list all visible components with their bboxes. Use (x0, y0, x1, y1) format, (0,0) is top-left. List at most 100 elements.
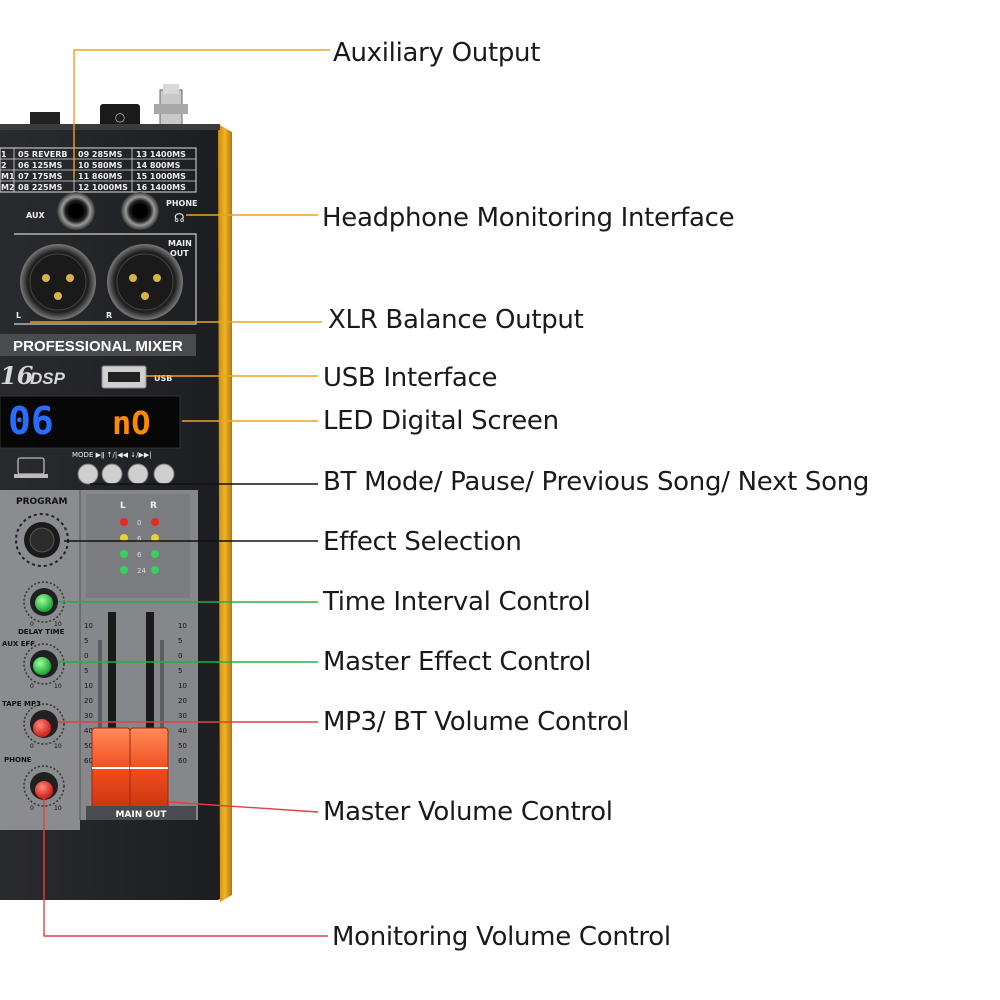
callout-mp3-bt-volume: MP3/ BT Volume Control (323, 707, 630, 737)
knob-min-label: 0 (30, 683, 34, 690)
callout-xlr-balance-output: XLR Balance Output (328, 305, 584, 335)
effects-table-cell: 06 125MS (18, 161, 63, 170)
effects-table-cell: 13 1400MS (136, 150, 186, 159)
knob-min-label: 0 (30, 743, 34, 750)
xlr-right-connector[interactable] (107, 244, 183, 320)
master-fader-right[interactable] (129, 727, 169, 811)
main-out-fader-label: MAIN OUT (115, 810, 167, 820)
fader-scale-label: 10 (84, 682, 93, 690)
aux-label: AUX (26, 211, 45, 220)
phone-volume-knob[interactable] (23, 765, 65, 807)
fader-scale-label: 5 (84, 637, 88, 645)
callout-line-master-volume (167, 801, 319, 813)
main-out-label: MAIN (168, 239, 192, 248)
power-switch[interactable]: ○ (100, 104, 140, 128)
panel-title-bar (0, 334, 196, 356)
callout-master-effect: Master Effect Control (323, 647, 592, 677)
meter-led-left (120, 518, 128, 526)
xlr-left-connector[interactable] (20, 244, 96, 320)
dsp-logo: DSP (30, 369, 66, 388)
fader-scale-label: 30 (84, 712, 93, 720)
fader-scale-label: 50 (84, 742, 93, 750)
callout-line-monitoring (43, 798, 328, 937)
callout-monitoring-volume: Monitoring Volume Control (332, 922, 671, 952)
bt-mode-button[interactable] (77, 463, 99, 485)
meter-led-right (151, 518, 159, 526)
led-mode-readout: nO (112, 404, 151, 442)
led-screen (0, 395, 181, 449)
knob-max-label: 10 (54, 683, 62, 690)
callout-usb-interface: USB Interface (323, 363, 498, 393)
knob-max-label: 10 (54, 743, 62, 750)
fader-scale-label: 10 (178, 622, 187, 630)
effects-table-cell: M2 (1, 183, 15, 192)
delay-time-label: DELAY TIME (18, 628, 65, 636)
meter-level-label: 0 (137, 519, 141, 527)
fader-scale-label: 10 (178, 682, 187, 690)
play-pause-button[interactable] (101, 463, 123, 485)
fader-scale-label: 0 (178, 652, 182, 660)
rear-connector (30, 112, 60, 126)
callout-effect-selection: Effect Selection (323, 527, 522, 557)
effects-table-cell: 11 860MS (78, 172, 123, 181)
tape-mp3-knob[interactable] (23, 703, 65, 745)
effects-table-cell: 08 225MS (18, 183, 63, 192)
next-song-button[interactable] (153, 463, 175, 485)
phone-knob-label: PHONE (4, 756, 32, 764)
svg-text:L: L (120, 501, 126, 511)
svg-text:OUT: OUT (170, 249, 189, 258)
fader-scale-label: 60 (178, 757, 187, 765)
program-knob[interactable] (24, 522, 60, 558)
meter-led-right (151, 550, 159, 558)
callout-line-auxiliary-output (73, 49, 330, 178)
meter-led-left (120, 566, 128, 574)
effects-table-cell: 1 (1, 150, 7, 159)
callout-time-interval: Time Interval Control (323, 587, 591, 617)
fader-scale-label: 20 (84, 697, 93, 705)
fader-scale-label: 50 (178, 742, 187, 750)
knob-min-label: 0 (30, 805, 34, 812)
fader-scale-label: 30 (178, 712, 187, 720)
fader-scale-label: 20 (178, 697, 187, 705)
fader-scale-label: 5 (84, 667, 88, 675)
usb-port[interactable] (101, 365, 147, 389)
usb-label: USB (154, 374, 172, 383)
knob-max-label: 10 (54, 805, 62, 812)
fader-scale-label: 60 (84, 757, 93, 765)
svg-text:○: ○ (115, 110, 125, 124)
phone-label: PHONE (166, 199, 198, 208)
effects-table-cell: 2 (1, 161, 7, 170)
effects-table-cell: 10 580MS (78, 161, 123, 170)
aux-eff-label: AUX EFF (2, 640, 35, 648)
effects-table-cell: 15 1000MS (136, 172, 186, 181)
master-fader-left[interactable] (91, 727, 131, 811)
led-program-readout: 06 (8, 399, 54, 443)
knob-min-label: 0 (30, 621, 34, 628)
lamp-connector (154, 84, 188, 131)
program-label: PROGRAM (16, 497, 67, 507)
callout-led-digital-screen: LED Digital Screen (323, 406, 559, 436)
callout-lines (30, 49, 330, 937)
meter-level-label: 6 (137, 535, 142, 543)
fader-scale-label: 0 (84, 652, 88, 660)
fader-scale-label: 40 (84, 727, 93, 735)
meter-led-left (120, 550, 128, 558)
main-out-bar (86, 806, 196, 820)
effects-table-cell: 16 1400MS (136, 183, 186, 192)
xlr-section: MAIN OUT L R (14, 233, 197, 325)
headphone-icon: ☊ (174, 211, 185, 225)
effects-table-cell: 14 800MS (136, 161, 181, 170)
meter-led-right (151, 534, 159, 542)
meter-level-label: 24 (137, 567, 146, 575)
bt-icon (14, 457, 48, 478)
effects-table-cell: 12 1000MS (78, 183, 128, 192)
callout-master-volume: Master Volume Control (323, 797, 613, 827)
callout-bt-mode: BT Mode/ Pause/ Previous Song/ Next Song (323, 467, 870, 497)
callout-headphone-monitoring: Headphone Monitoring Interface (322, 203, 735, 233)
previous-song-button[interactable] (127, 463, 149, 485)
aux-effect-knob[interactable] (23, 643, 65, 685)
dsp-number: 16 (0, 361, 34, 390)
